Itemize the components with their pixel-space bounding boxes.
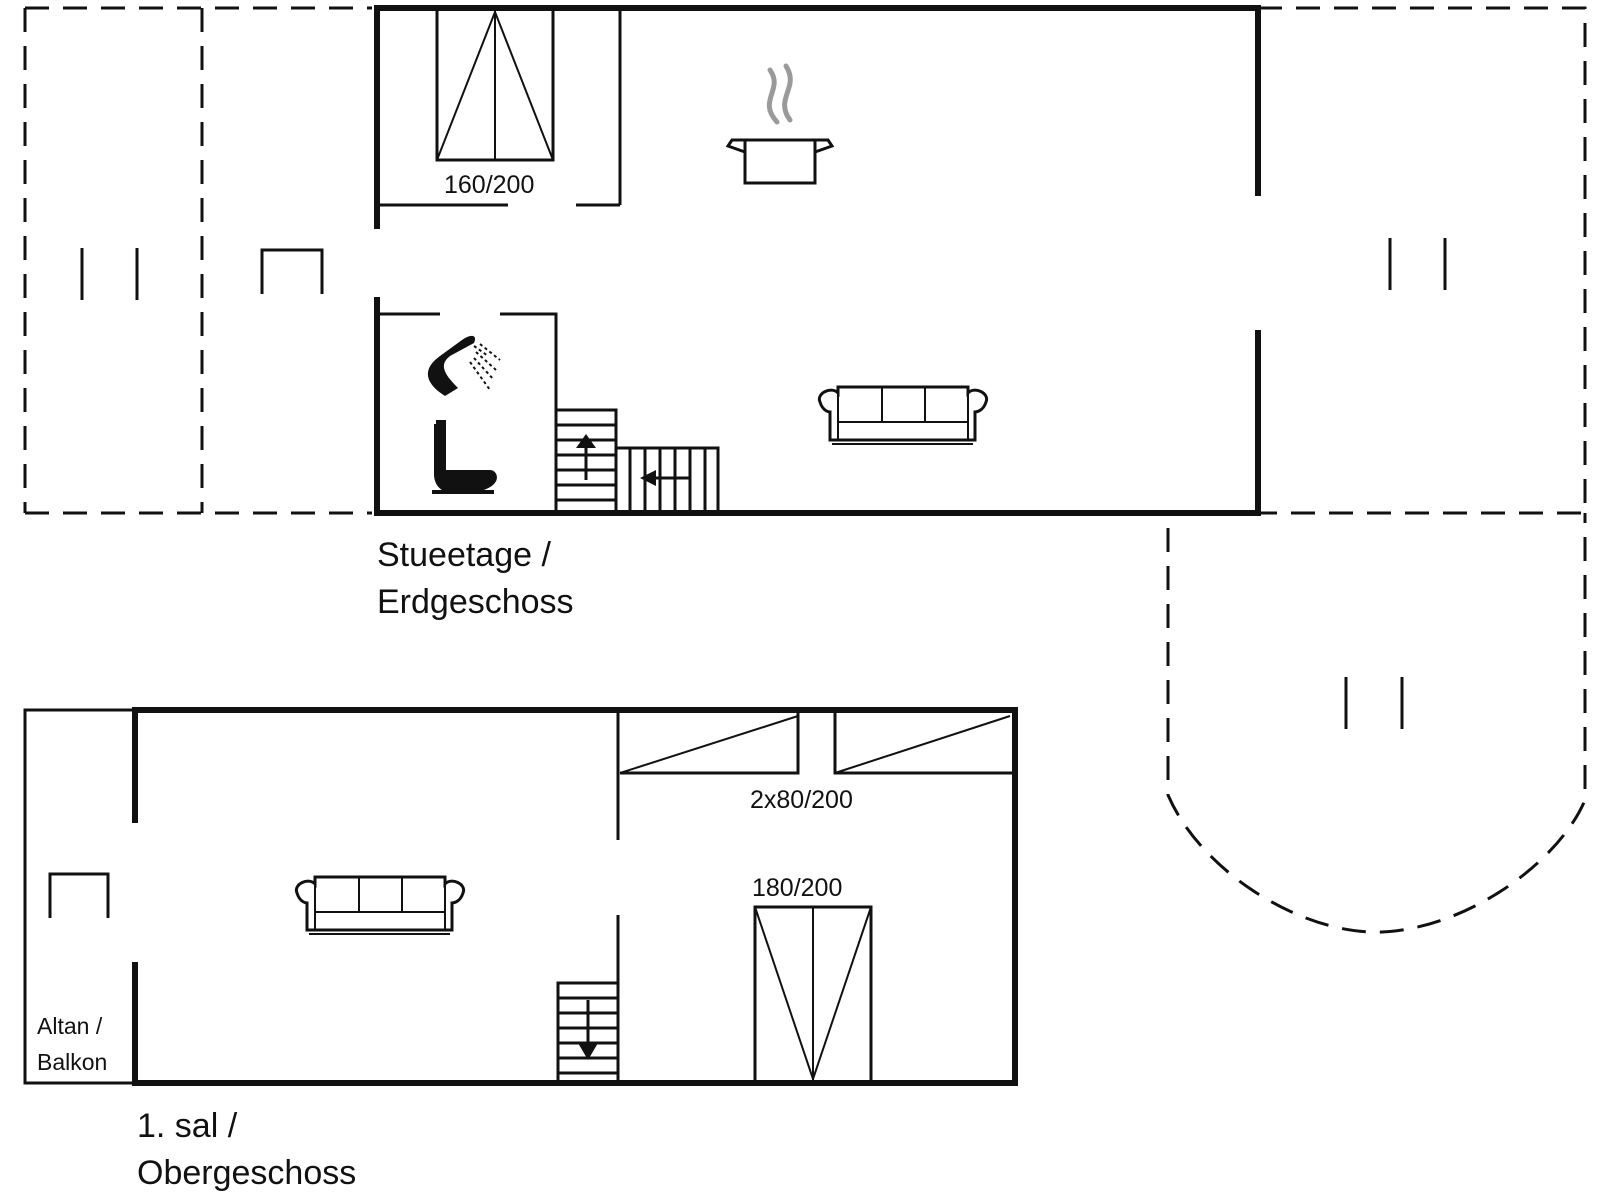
ground-floor-label-line1: Stueetage / xyxy=(377,536,551,574)
stairs-up-icon xyxy=(556,408,720,510)
terrace-table-icon xyxy=(260,248,324,294)
shower-icon xyxy=(427,335,501,396)
upper-floor-label-line1: 1. sal / xyxy=(137,1107,238,1145)
twin-beds-icon xyxy=(619,712,1013,775)
double-bed-size-label: 180/200 xyxy=(752,874,842,902)
balcony-label-line2: Balkon xyxy=(37,1049,107,1075)
ground-floor: 160/200 xyxy=(23,5,1587,934)
upper-floor: Altan / Balkon 2x80/200 180/200 xyxy=(23,707,1018,1192)
cooking-pot-icon xyxy=(725,63,835,185)
terrace-door-icon xyxy=(80,238,1447,729)
balcony-outline xyxy=(23,708,135,1085)
twin-bed-size-label: 2x80/200 xyxy=(750,786,853,814)
bed-icon xyxy=(753,905,873,1083)
upper-floor-label-line2: Obergeschoss xyxy=(137,1154,356,1192)
stairs-down-icon xyxy=(556,981,618,1081)
sofa-icon xyxy=(817,385,989,445)
terrace-outline xyxy=(23,6,1587,934)
bed-size-label: 160/200 xyxy=(444,171,534,199)
sofa-icon xyxy=(294,875,466,935)
bathroom-partition xyxy=(380,312,558,510)
bedroom-partition xyxy=(380,10,622,207)
ground-floor-walls xyxy=(374,5,1261,516)
balcony-table-icon xyxy=(48,872,110,918)
upper-floor-walls xyxy=(132,707,1018,1086)
bed-icon xyxy=(435,9,555,162)
ground-floor-label-line2: Erdgeschoss xyxy=(377,583,574,621)
balcony-label-line1: Altan / xyxy=(37,1013,103,1039)
toilet-icon xyxy=(432,420,497,494)
